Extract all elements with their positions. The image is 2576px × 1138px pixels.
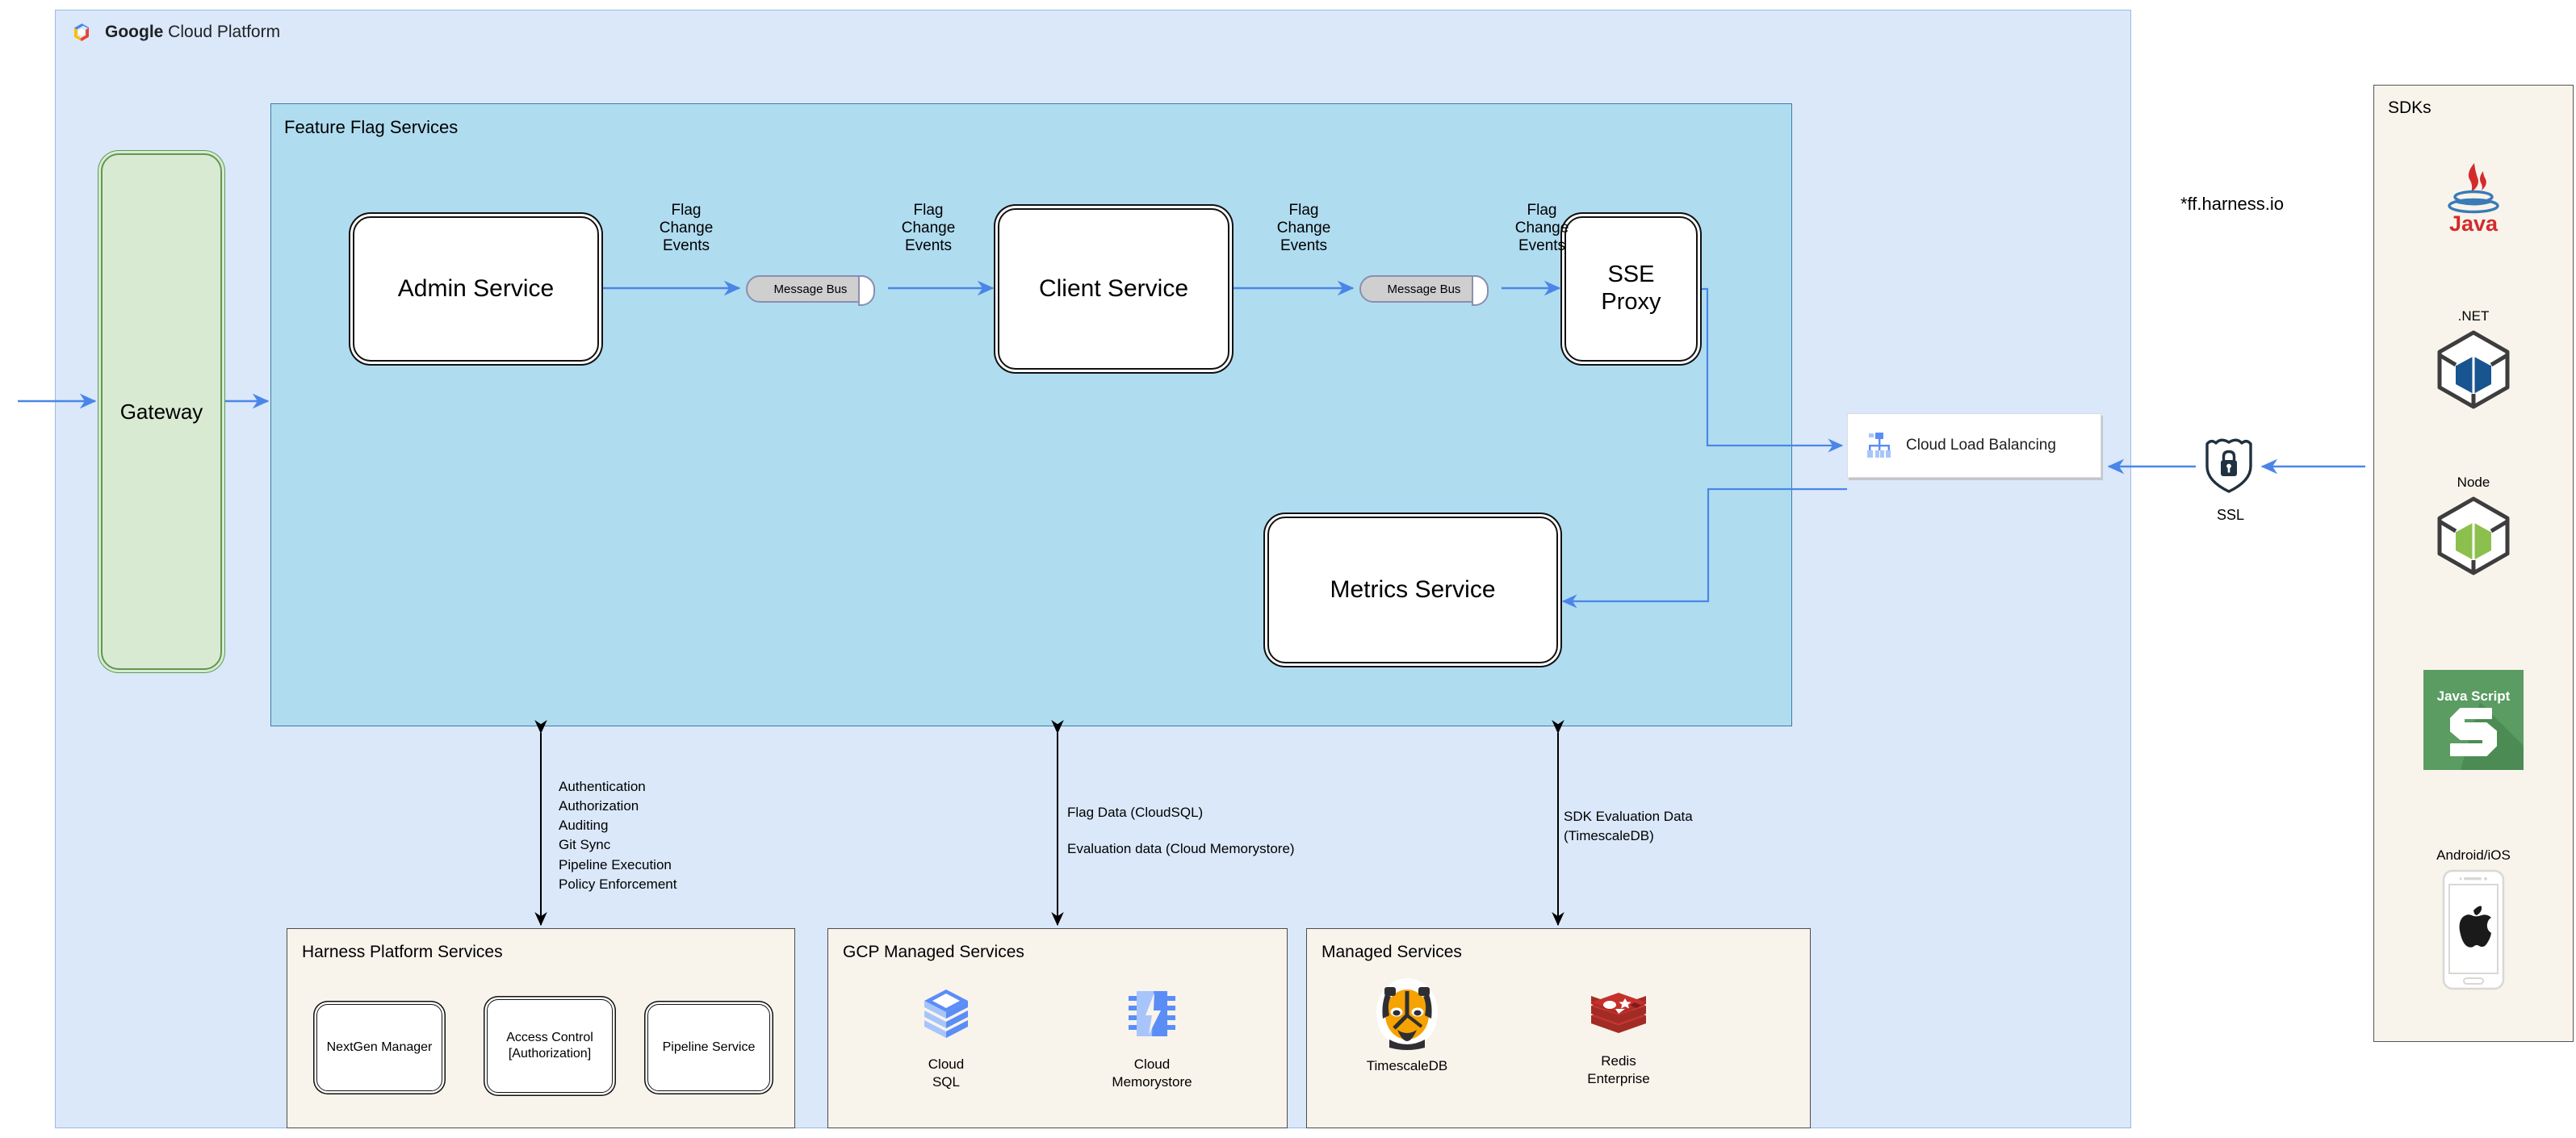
annotation-line: Auditing — [559, 818, 609, 834]
annotation-line: Git Sync — [559, 837, 611, 853]
node-label: Node — [2457, 475, 2490, 490]
edge-label-flag-change-events-1: Flag Change Events — [638, 202, 735, 255]
gcp-title-rest: Cloud Platform — [163, 23, 281, 41]
access-control-line1: Access Control — [506, 1031, 593, 1044]
sse-proxy-line2: Proxy — [1601, 289, 1661, 315]
cloud-sql-label-line2: SQL — [932, 1073, 960, 1090]
edge-label-flag-change-events-2: Flag Change Events — [880, 202, 977, 255]
annotation-line: Evaluation data (Cloud Memorystore) — [1067, 841, 1295, 857]
phone-apple-icon — [2442, 869, 2505, 990]
message-bus-1[interactable]: Message Bus — [746, 275, 875, 306]
javascript-icon: Java Script — [2423, 670, 2524, 770]
cloud-memorystore-label: Cloud Memorystore — [1112, 1056, 1192, 1091]
annotation-line: Flag Data (CloudSQL) — [1067, 805, 1204, 820]
java-icon: Java — [2448, 163, 2499, 234]
dotnet-label: .NET — [2457, 308, 2490, 324]
edge-label-line: Change — [659, 220, 714, 237]
timescaledb-item[interactable]: TimescaleDB — [1356, 977, 1458, 1075]
timescaledb-label: TimescaleDB — [1366, 1058, 1448, 1073]
google-cloud-logo-icon — [74, 23, 89, 41]
sdks-title: SDKs — [2388, 98, 2431, 117]
sdk-item-dotnet[interactable]: .NET — [2373, 308, 2574, 412]
harness-annotation-list: Authentication Authorization Auditing Gi… — [559, 777, 801, 894]
ssl-label: SSL — [2216, 507, 2245, 523]
edge-label-line: Change — [1514, 220, 1569, 237]
annotation-line: Pipeline Execution — [559, 856, 672, 872]
gateway-node[interactable]: Gateway — [101, 153, 222, 670]
access-control-line2: [Authorization] — [508, 1047, 592, 1061]
gcp-title: Google Cloud Platform — [105, 23, 280, 42]
message-bus-2[interactable]: Message Bus — [1359, 275, 1489, 306]
gcp-managed-services-title: GCP Managed Services — [843, 943, 1024, 961]
sdk-evaluation-annotation: SDK Evaluation Data (TimescaleDB) — [1564, 807, 1774, 846]
sdk-item-node[interactable]: Node — [2373, 475, 2574, 578]
sdk-item-android-ios[interactable]: Android/iOS — [2373, 847, 2574, 991]
cloud-memorystore-item[interactable]: Cloud Memorystore — [1091, 986, 1213, 1091]
edge-label-line: Flag — [1527, 202, 1557, 219]
sse-proxy-line1: SSE — [1607, 261, 1655, 288]
cloud-memorystore-label-line1: Cloud — [1133, 1056, 1171, 1072]
feature-flag-services-panel — [270, 103, 1792, 726]
annotation-line: Authorization — [559, 798, 639, 814]
annotation-line: Policy Enforcement — [559, 876, 677, 892]
annotation-line: SDK Evaluation Data — [1564, 809, 1693, 824]
edge-label-line: Flag — [671, 202, 702, 219]
annotation-line: Authentication — [559, 779, 646, 794]
cloud-load-balancing-icon — [1867, 433, 1891, 458]
shield-lock-icon — [2202, 436, 2256, 494]
ff-domain-label: *ff.harness.io — [2180, 194, 2284, 214]
flag-data-annotation: Flag Data (CloudSQL) Evaluation data (Cl… — [1067, 803, 1390, 859]
sse-proxy-node[interactable]: SSE Proxy — [1564, 216, 1698, 362]
edge-label-line: Change — [1276, 220, 1331, 237]
javascript-wordmark: Java Script — [2437, 688, 2511, 704]
cloud-sql-item[interactable]: Cloud SQL — [898, 986, 995, 1091]
edge-label-line: Flag — [1288, 202, 1319, 219]
java-wordmark: Java — [2449, 211, 2499, 234]
cloud-load-balancing-card[interactable]: Cloud Load Balancing — [1847, 413, 2101, 478]
gcp-header: Google Cloud Platform — [69, 18, 473, 47]
cloud-memorystore-label-line2: Memorystore — [1112, 1073, 1192, 1090]
harness-platform-services-title: Harness Platform Services — [302, 943, 503, 961]
edge-label-flag-change-events-3: Flag Change Events — [1255, 202, 1352, 255]
edge-label-line: Events — [1518, 237, 1566, 255]
managed-services-title: Managed Services — [1322, 943, 1462, 961]
cloud-sql-icon — [924, 989, 968, 1038]
gcp-managed-services-panel — [827, 928, 1288, 1128]
sdk-item-javascript[interactable]: Java Script — [2373, 670, 2574, 770]
pipeline-service-node[interactable]: Pipeline Service — [647, 1004, 770, 1091]
cloud-sql-label-line1: Cloud — [928, 1056, 965, 1072]
edge-label-line: Flag — [913, 202, 944, 219]
edge-label-line: Events — [904, 237, 953, 255]
edge-label-line: Events — [1280, 237, 1328, 255]
metrics-service-node[interactable]: Metrics Service — [1267, 517, 1558, 663]
android-ios-label: Android/iOS — [2436, 847, 2511, 863]
timescaledb-tiger-icon — [1376, 978, 1438, 1050]
admin-service-node[interactable]: Admin Service — [353, 216, 599, 362]
edge-label-line: Events — [662, 237, 710, 255]
sdk-item-java[interactable]: Java — [2373, 160, 2574, 234]
cloud-memorystore-icon — [1129, 991, 1175, 1036]
redis-label-line2: Enterprise — [1587, 1070, 1650, 1086]
redis-icon — [1591, 993, 1646, 1033]
redis-enterprise-item[interactable]: Redis Enterprise — [1562, 991, 1675, 1088]
edge-label-flag-change-events-4: Flag Change Events — [1493, 202, 1590, 255]
node-cube-icon — [2437, 496, 2510, 575]
annotation-line: (TimescaleDB) — [1564, 828, 1654, 844]
redis-enterprise-label: Redis Enterprise — [1587, 1052, 1649, 1088]
cloud-load-balancing-label: Cloud Load Balancing — [1906, 437, 2056, 454]
nextgen-manager-node[interactable]: NextGen Manager — [316, 1004, 442, 1091]
edge-label-line: Change — [901, 220, 956, 237]
access-control-node[interactable]: Access Control [Authorization] — [487, 999, 613, 1093]
feature-flag-services-title: Feature Flag Services — [284, 117, 459, 137]
cloud-sql-label: Cloud SQL — [928, 1056, 964, 1091]
gcp-title-bold: Google — [105, 23, 164, 41]
client-service-node[interactable]: Client Service — [998, 208, 1229, 370]
redis-label-line1: Redis — [1601, 1053, 1636, 1069]
dotnet-cube-icon — [2437, 330, 2510, 409]
